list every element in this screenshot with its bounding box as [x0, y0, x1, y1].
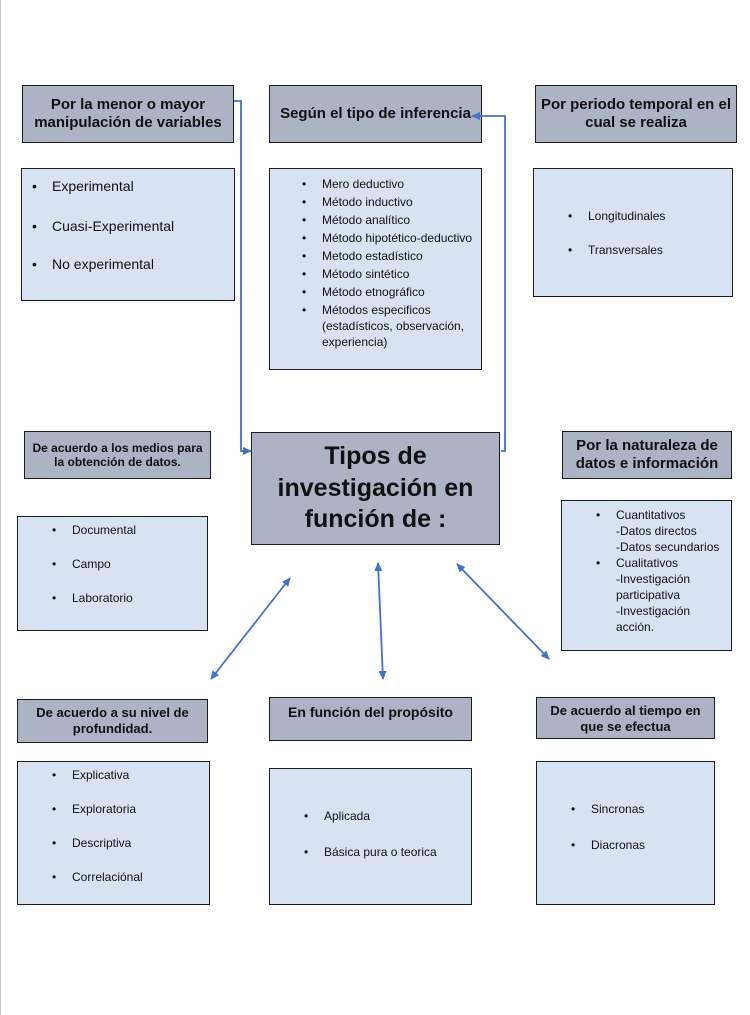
- list-item: Método sintético: [302, 266, 475, 282]
- header-naturaleza-text: Por la naturaleza de datos e información: [575, 437, 719, 472]
- list-item: Aplicada: [304, 809, 471, 823]
- header-proposito-text: En función del propósito: [288, 704, 453, 720]
- arrow-center-to-inferencia: [471, 112, 506, 452]
- list-inferencia: Mero deductivo Método inductivo Método a…: [269, 168, 482, 370]
- list-item: Experimental: [32, 178, 234, 194]
- list-item: Documental: [52, 523, 207, 537]
- header-tiempo-text: De acuerdo al tiempo en que se efectua: [550, 703, 701, 734]
- list-item: Metodo estadístico: [302, 248, 475, 264]
- list-item: Cualitativos -Investigación participativ…: [596, 555, 727, 635]
- list-item: Método etnográfico: [302, 284, 475, 300]
- header-medios-text: De acuerdo a los medios para la obtenció…: [32, 440, 203, 469]
- list-periodo: Longitudinales Transversales: [533, 168, 733, 297]
- header-profundidad-text: De acuerdo a su nivel de profundidad.: [36, 705, 189, 736]
- list-item: Método analítico: [302, 212, 475, 228]
- header-medios: De acuerdo a los medios para la obtenció…: [24, 431, 211, 479]
- list-tiempo: Sincronas Diacronas: [536, 761, 715, 905]
- list-item: Sincronas: [571, 802, 714, 816]
- list-item: Básica pura o teorica: [304, 845, 471, 859]
- list-item: Métodos especificos (estadísticos, obser…: [302, 302, 475, 350]
- list-item: Método hipotético-deductivo: [302, 230, 475, 246]
- header-periodo-text: Por periodo temporal en el cual se reali…: [540, 96, 732, 131]
- arrow-center-naturaleza: [456, 563, 550, 660]
- list-medios: Documental Campo Laboratorio: [17, 516, 208, 631]
- list-profundidad: Explicativa Exploratoria Descriptiva Cor…: [17, 761, 210, 905]
- list-item: Transversales: [568, 243, 732, 257]
- list-item: Cuantitativos -Datos directos -Datos sec…: [596, 507, 727, 555]
- list-item: Explicativa: [52, 768, 209, 782]
- header-manipulacion: Por la menor o mayor manipulación de var…: [22, 85, 234, 143]
- central-topic-line: Tipos de: [324, 441, 427, 470]
- list-item: Longitudinales: [568, 209, 732, 223]
- header-proposito: En función del propósito: [269, 697, 472, 741]
- central-topic-line: investigación en: [277, 473, 474, 502]
- list-naturaleza: Cuantitativos -Datos directos -Datos sec…: [561, 500, 732, 651]
- header-inferencia: Según el tipo de inferencia: [269, 85, 482, 143]
- list-item: Exploratoria: [52, 802, 209, 816]
- header-profundidad: De acuerdo a su nivel de profundidad.: [17, 699, 208, 743]
- arrow-center-profundidad: [210, 577, 291, 680]
- header-naturaleza: Por la naturaleza de datos e información: [562, 431, 732, 479]
- list-item: Correlaciónal: [52, 870, 209, 884]
- header-periodo: Por periodo temporal en el cual se reali…: [535, 85, 737, 143]
- list-item: No experimental: [32, 256, 234, 272]
- central-topic-line: función de :: [304, 505, 447, 534]
- arrow-manipulacion-to-center: [234, 100, 252, 455]
- list-item: Método inductivo: [302, 194, 475, 210]
- header-manipulacion-text: Por la menor o mayor manipulación de var…: [34, 96, 222, 131]
- list-item: Mero deductivo: [302, 176, 475, 192]
- list-item: Cuasi-Experimental: [32, 218, 234, 234]
- page-left-edge: [0, 0, 1, 1015]
- list-item: Campo: [52, 557, 207, 571]
- list-item: Diacronas: [571, 838, 714, 852]
- list-item: Descriptiva: [52, 836, 209, 850]
- arrow-center-proposito: [374, 562, 387, 680]
- header-inferencia-text: Según el tipo de inferencia: [280, 105, 471, 123]
- central-topic: Tipos de investigación en función de :: [251, 432, 500, 545]
- list-manipulacion: Experimental Cuasi-Experimental No exper…: [21, 168, 235, 301]
- header-tiempo: De acuerdo al tiempo en que se efectua: [536, 697, 715, 739]
- list-proposito: Aplicada Básica pura o teorica: [269, 768, 472, 905]
- list-item: Laboratorio: [52, 591, 207, 605]
